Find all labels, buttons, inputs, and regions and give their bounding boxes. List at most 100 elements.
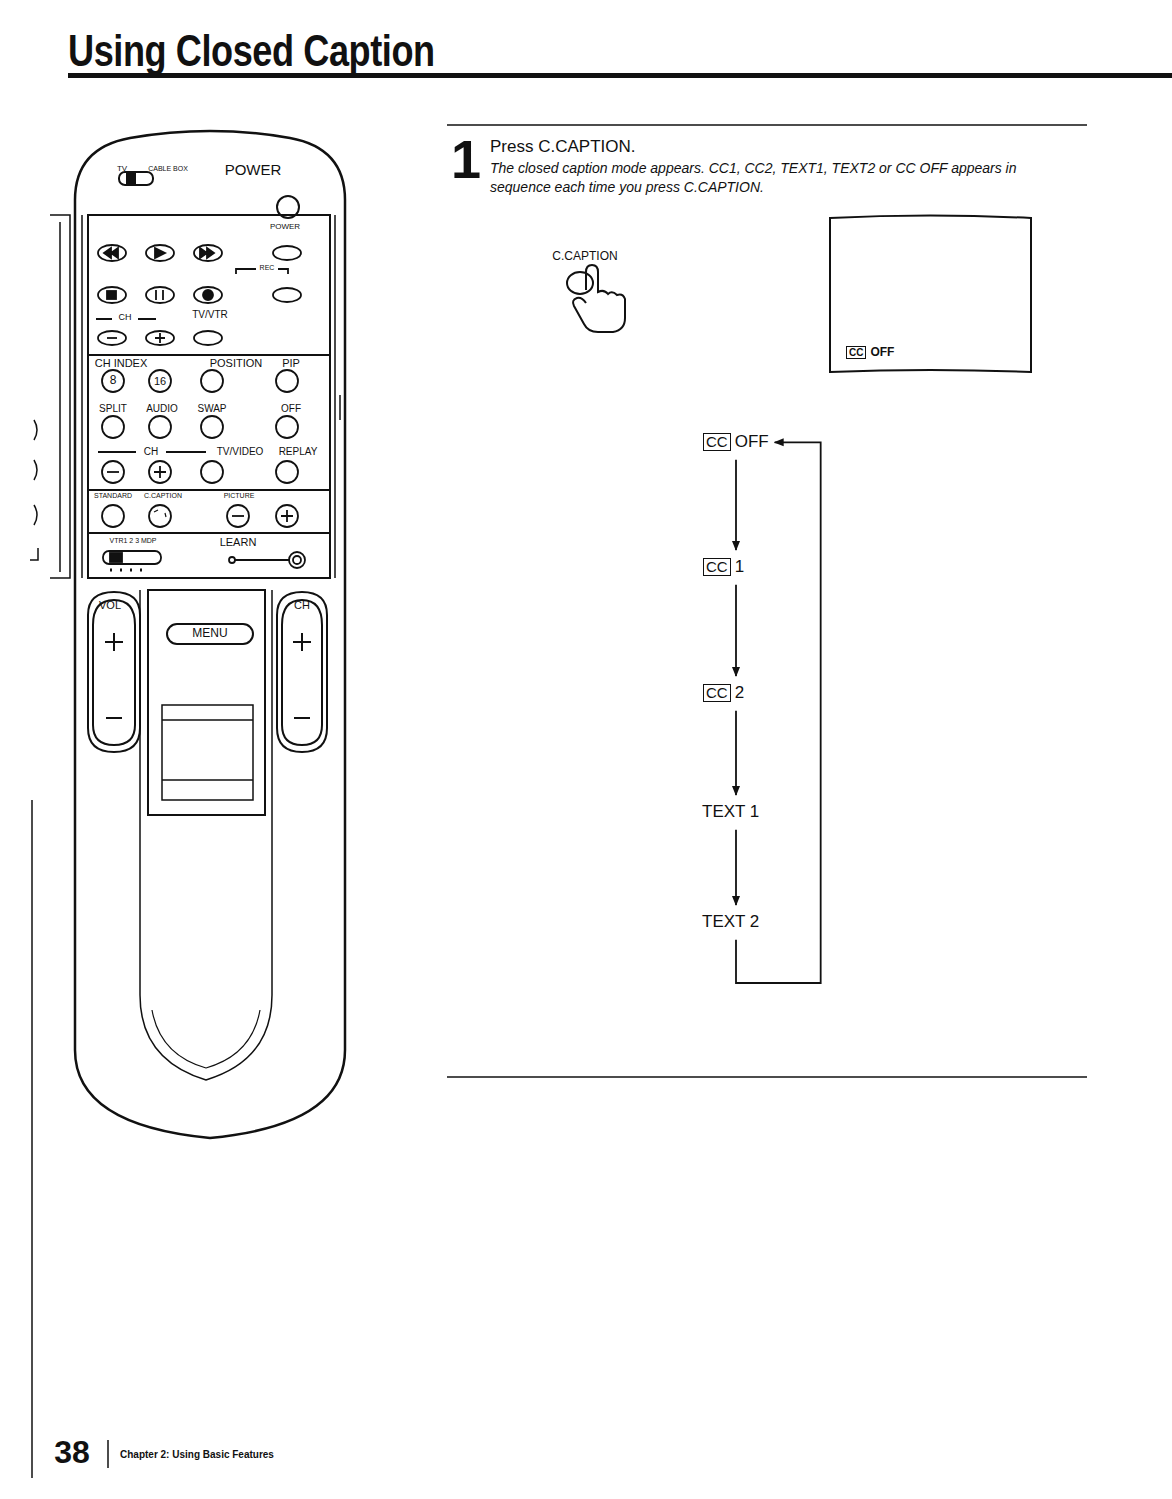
remote-control — [154, 510, 166, 517]
step-description: The closed caption mode appears. CC1, CC… — [490, 159, 1080, 197]
remote-control — [276, 416, 298, 438]
remote-control — [75, 131, 345, 1138]
button-label: C.CAPTION — [144, 492, 182, 500]
button-label: CH — [294, 599, 310, 612]
remote-control — [194, 287, 222, 303]
page-title: Using Closed Caption — [68, 26, 435, 76]
remote-control — [149, 370, 171, 392]
remote-control — [232, 515, 244, 517]
button-label: MENU — [192, 627, 227, 641]
remote-control — [276, 370, 298, 392]
button-label: POWER — [225, 161, 282, 178]
button-label: PICTURE — [224, 492, 255, 500]
remote-control — [229, 557, 235, 563]
remote-control — [194, 245, 222, 261]
button-label: SWAP — [197, 403, 226, 415]
page-margin-line — [34, 420, 37, 525]
section-rule — [447, 125, 1087, 1077]
remote-control — [149, 461, 171, 483]
button-label: VOL — [99, 599, 121, 612]
caption-mode: TEXT 1 — [702, 803, 759, 822]
section-rule — [447, 124, 1087, 126]
remote-control — [88, 590, 327, 1080]
remote-control — [98, 245, 126, 261]
flow-arrow — [736, 442, 821, 983]
remote-control — [148, 590, 265, 815]
button-label: STANDARD — [94, 492, 132, 500]
step-instruction: Press C.CAPTION. — [490, 137, 635, 157]
button-callout: C.CAPTION — [552, 250, 617, 264]
remote-control — [154, 466, 166, 478]
remote-control — [277, 196, 299, 218]
mode-text: OFF — [870, 346, 894, 359]
remote-control — [107, 337, 117, 339]
page-margin-line — [31, 800, 33, 1478]
remote-control — [155, 248, 165, 258]
remote-control — [289, 552, 305, 568]
remote-control — [162, 705, 253, 800]
remote-control — [104, 248, 118, 258]
remote-control — [149, 416, 171, 438]
remote-control — [107, 471, 119, 473]
remote-control — [203, 290, 213, 300]
mode-text: 2 — [735, 684, 744, 703]
page-number: 38 — [54, 1434, 90, 1471]
remote-control — [93, 600, 135, 745]
caption-mode: CC1 — [703, 558, 744, 577]
flow-arrow — [735, 460, 737, 550]
hand-pressing-button — [567, 272, 593, 294]
switch-label: VTR1 2 3 MDP — [109, 537, 156, 545]
mode-text: 1 — [735, 558, 744, 577]
hand-pressing-button — [573, 265, 625, 332]
remote-control — [110, 553, 122, 562]
section-rule — [447, 1076, 1087, 1078]
remote-control — [201, 416, 223, 438]
button-label: POSITION — [210, 357, 263, 370]
button-label: PIP — [282, 357, 300, 370]
remote-control — [88, 215, 330, 578]
button-label: AUDIO — [146, 403, 178, 415]
remote-control — [110, 569, 142, 572]
page-margin-line — [107, 1440, 109, 1468]
button-label: CABLE BOX — [148, 165, 188, 173]
remote-control — [102, 370, 124, 392]
remote-control — [201, 370, 223, 392]
button-label: CH — [119, 312, 132, 322]
screen-osd: CC OFF — [846, 342, 894, 360]
button-number: 16 — [154, 375, 166, 388]
remote-control — [276, 461, 298, 483]
remote-control — [146, 245, 174, 261]
cc-icon: CC — [703, 558, 731, 576]
remote-control — [200, 248, 214, 258]
remote-control — [201, 461, 223, 483]
tv-screen — [830, 216, 1031, 373]
remote-control — [273, 246, 301, 260]
tv-screen — [830, 216, 1031, 373]
remote-control — [102, 461, 124, 483]
button-label: REPLAY — [279, 446, 318, 458]
cc-icon: CC — [703, 433, 731, 451]
remote-control — [167, 624, 253, 644]
remote-control — [194, 331, 222, 345]
remote-control — [282, 600, 322, 745]
remote-control — [98, 331, 126, 345]
caption-mode: CCOFF — [703, 433, 769, 452]
remote-control — [276, 505, 298, 527]
cc-icon: CC — [846, 346, 866, 359]
button-number: 8 — [110, 374, 117, 388]
remote-control — [152, 1010, 260, 1068]
chapter-footer: Chapter 2: Using Basic Features — [120, 1449, 274, 1461]
remote-control — [119, 172, 153, 185]
remote-control — [107, 291, 116, 299]
step-number: 1 — [451, 128, 481, 190]
hand-pressing-button — [567, 265, 625, 332]
remote-control — [102, 416, 124, 438]
button-label: LEARN — [220, 536, 257, 549]
flow-arrow — [735, 585, 737, 676]
flow-arrow — [735, 830, 737, 905]
mode-text: TEXT 2 — [702, 913, 759, 932]
remote-control — [293, 556, 301, 564]
button-label: TV — [117, 164, 127, 173]
remote-control — [50, 131, 345, 1138]
